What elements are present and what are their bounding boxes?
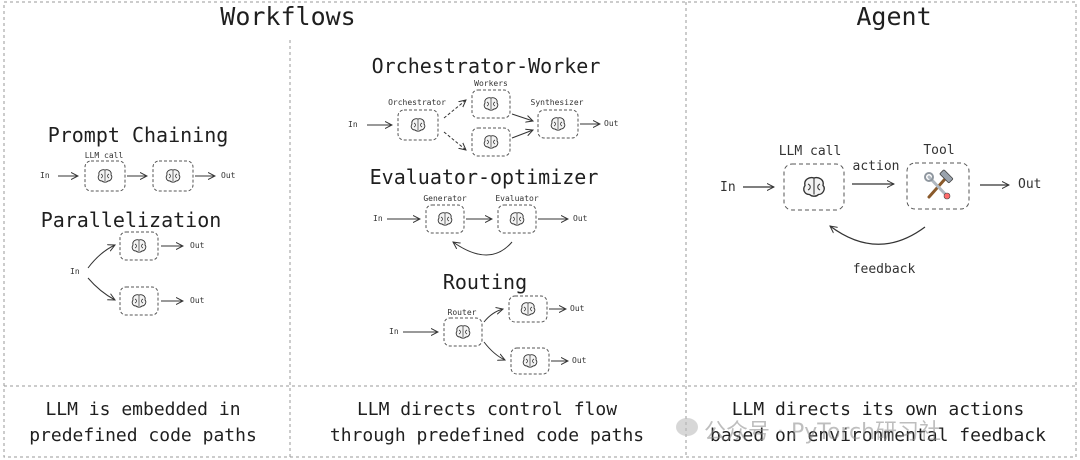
agent-in-label: In xyxy=(720,180,736,195)
agent-diagram xyxy=(743,162,1009,245)
prompt-chaining-title: Prompt Chaining xyxy=(47,123,229,147)
footer-middle-line-2: through predefined code paths xyxy=(329,425,645,446)
orchestrator-out-label: Out xyxy=(604,119,619,128)
prompt-chaining-diagram xyxy=(58,160,215,192)
workflows-header: Workflows xyxy=(220,2,356,31)
tools-icon xyxy=(924,169,954,200)
agent-llm-call-label: LLM call xyxy=(778,144,842,159)
agent-header: Agent xyxy=(856,2,932,31)
evaluator-out-label: Out xyxy=(573,214,588,223)
parallelization-out-label-2: Out xyxy=(190,296,205,305)
evaluator-in-label: In xyxy=(373,214,383,223)
workers-label: Workers xyxy=(474,79,508,88)
parallelization-out-label-1: Out xyxy=(190,241,205,250)
router-label: Router xyxy=(447,308,477,317)
footer-left-line-2: predefined code paths xyxy=(29,425,257,446)
parallelization-in-label: In xyxy=(70,267,80,276)
prompt-chaining-llm-call-label: LLM call xyxy=(84,151,124,160)
footer-agent-caption: LLM directs its own actions based on env… xyxy=(710,397,1046,449)
footer-workflows-caption-middle: LLM directs control flow through predefi… xyxy=(330,397,644,449)
orchestrator-worker-title: Orchestrator-Worker xyxy=(371,54,601,78)
orchestrator-in-label: In xyxy=(348,120,358,129)
evaluator-optimizer-title: Evaluator-optimizer xyxy=(369,165,599,189)
routing-out-label-1: Out xyxy=(570,304,585,313)
generator-label: Generator xyxy=(423,194,467,203)
wechat-watermark-icon xyxy=(676,418,698,436)
agent-feedback-label: feedback xyxy=(852,262,916,277)
evaluator-label: Evaluator xyxy=(495,194,539,203)
footer-right-line-2: based on environmental feedback xyxy=(710,425,1046,446)
orchestrator-label: Orchestrator xyxy=(388,98,446,107)
agent-out-label: Out xyxy=(1018,177,1042,192)
footer-right-line-1: LLM directs its own actions xyxy=(731,399,1025,420)
prompt-chaining-out-label: Out xyxy=(221,171,236,180)
routing-title: Routing xyxy=(442,270,528,294)
footer-workflows-caption-left: LLM is embedded in predefined code paths xyxy=(29,397,257,449)
agent-tool-label: Tool xyxy=(923,143,955,158)
routing-out-label-2: Out xyxy=(572,356,587,365)
watermark: 公众号 · PyTorch研习社 xyxy=(704,420,942,445)
footer-middle-line-1: LLM directs control flow xyxy=(356,399,618,420)
routing-diagram xyxy=(403,295,568,375)
prompt-chaining-in-label: In xyxy=(40,171,50,180)
footer-left-line-1: LLM is embedded in xyxy=(45,399,241,420)
agent-action-label: action xyxy=(852,159,900,174)
parallelization-title: Parallelization xyxy=(40,208,222,232)
parallelization-diagram xyxy=(87,231,183,316)
orchestrator-worker-diagram xyxy=(367,89,600,157)
synthesizer-label: Synthesizer xyxy=(530,98,584,107)
evaluator-optimizer-diagram xyxy=(387,204,568,256)
routing-in-label: In xyxy=(389,327,399,336)
layout-frame xyxy=(3,1,1077,458)
